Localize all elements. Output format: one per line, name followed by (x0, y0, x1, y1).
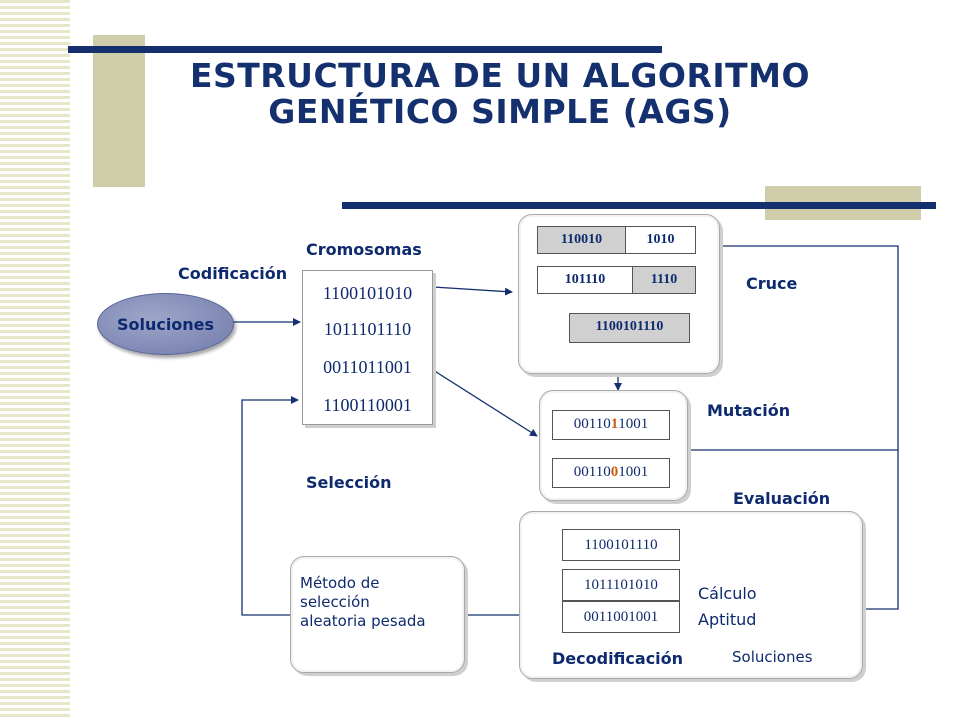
chromosome-population-box: 1100101010 1011101110 0011011001 1100110… (302, 270, 433, 425)
divider-rule (342, 202, 936, 209)
label-aptitud: Aptitud (698, 610, 757, 629)
evaluation-chromosome-2: 1011101010 (562, 569, 680, 601)
page-title: ESTRUCTURA DE UN ALGORITMO GENÉTICO SIMP… (150, 58, 850, 130)
selection-method-line-2: selección (300, 593, 370, 611)
soluciones-node: Soluciones (97, 293, 234, 355)
mutation-before-suffix: 1001 (618, 416, 649, 432)
title-accent-block (93, 35, 145, 187)
chromosome-1: 1100101010 (322, 283, 413, 303)
label-cruce: Cruce (746, 274, 798, 293)
selection-method-panel (290, 556, 465, 673)
mutation-after-bit: 0 (610, 464, 619, 480)
mutation-after-prefix: 00110 (573, 464, 611, 480)
mutation-after-suffix: 1001 (618, 464, 649, 480)
crossover-child: 1100101110 (569, 313, 690, 343)
label-mutacion: Mutación (707, 401, 791, 420)
parent2-tail: 1110 (632, 266, 696, 294)
left-stripe-band (0, 0, 70, 720)
mutation-after: 0011001001 (552, 458, 670, 488)
label-soluciones-out: Soluciones (732, 648, 813, 666)
arrow-seleccion-to-cromosomas (241, 396, 299, 616)
evaluation-chromosome-1: 1100101110 (562, 529, 680, 561)
arrow-cromosomas-to-mutacion (432, 369, 538, 437)
title-line-2: GENÉTICO SIMPLE (AGS) (268, 92, 732, 131)
chromosome-3: 0011011001 (323, 357, 412, 377)
selection-method-text: Método de selección aleatoria pesada (300, 574, 460, 631)
chromosome-4: 1100110001 (323, 395, 412, 415)
label-cromosomas: Cromosomas (306, 240, 422, 259)
label-evaluacion: Evaluación (733, 489, 831, 508)
mutation-before-bit: 1 (610, 416, 619, 432)
mutation-before-prefix: 00110 (573, 416, 611, 432)
parent1-tail: 1010 (625, 226, 696, 254)
title-top-rule (68, 46, 662, 53)
selection-method-line-3: aleatoria pesada (300, 612, 426, 630)
parent2-head: 101110 (537, 266, 633, 294)
title-line-1: ESTRUCTURA DE UN ALGORITMO (189, 56, 811, 95)
parent1-head: 110010 (537, 226, 626, 254)
chromosome-2: 1011101110 (323, 319, 412, 339)
label-decodificacion: Decodificación (552, 649, 684, 668)
label-codificacion: Codificación (178, 264, 288, 283)
selection-method-line-1: Método de (300, 574, 380, 592)
mutation-before: 0011011001 (552, 410, 670, 440)
evaluation-chromosome-3: 0011001001 (562, 601, 680, 633)
line-cruce-feedback (721, 245, 899, 610)
label-calculo: Cálculo (698, 584, 757, 603)
label-seleccion: Selección (306, 473, 392, 492)
arrow-cromosomas-to-cruce (432, 286, 513, 296)
